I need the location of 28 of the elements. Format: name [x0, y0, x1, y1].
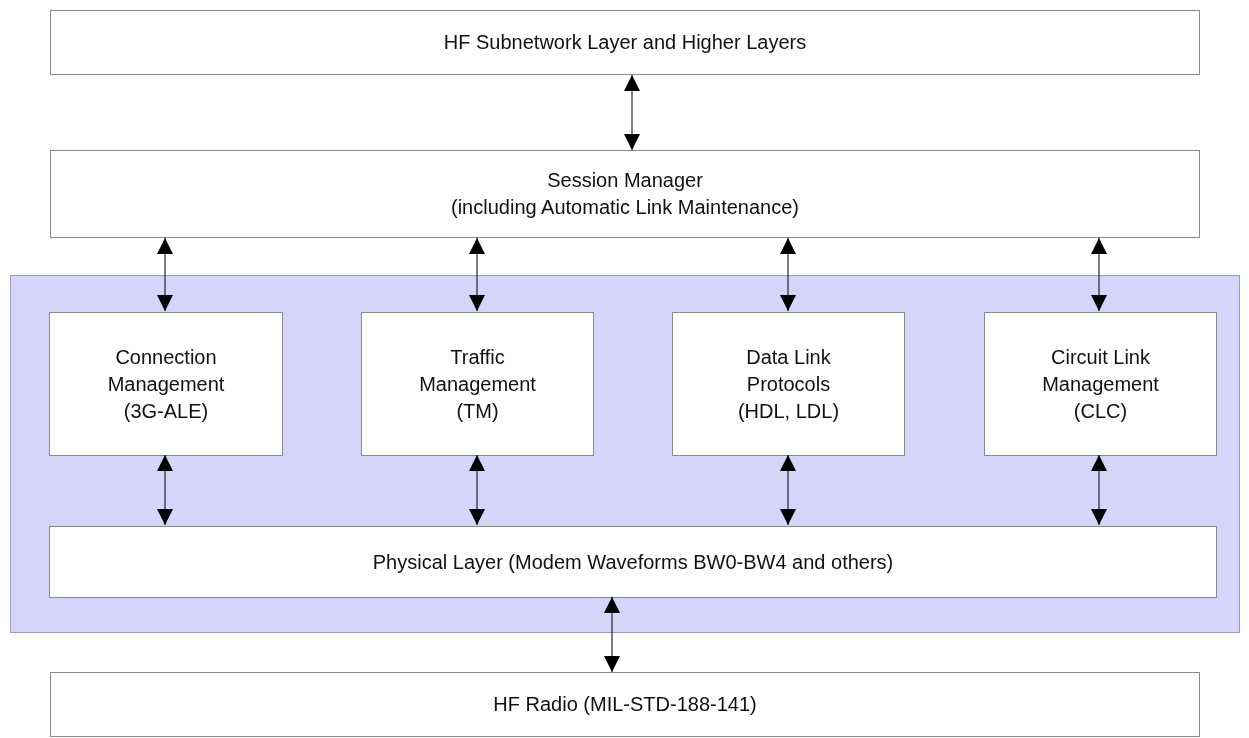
layer-box — [361, 312, 594, 456]
double-arrow — [780, 237, 796, 312]
double-arrow — [469, 237, 485, 312]
double-arrow — [157, 454, 173, 526]
box-label: Data Link Protocols (HDL, LDL) — [736, 344, 841, 424]
layer-box — [672, 312, 905, 456]
box-label: HF Radio (MIL-STD-188-141) — [493, 692, 757, 717]
double-arrow — [604, 596, 620, 673]
layer-box — [984, 312, 1217, 456]
box-label: Session Manager — [547, 168, 703, 193]
layer-box — [50, 10, 1200, 75]
box-label: Connection Management (3G-ALE) — [106, 344, 226, 424]
box-label: Physical Layer (Modem Waveforms BW0-BW4 and others) — [372, 549, 894, 575]
box-label: (including Automatic Link Maintenance) — [451, 195, 799, 220]
box-label: HF Subnetwork Layer and Higher Layers — [443, 30, 807, 55]
group-panel — [10, 275, 1240, 633]
double-arrow — [780, 454, 796, 526]
double-arrow — [624, 74, 640, 151]
layer-box — [49, 312, 283, 456]
box-label: Traffic Management (TM) — [418, 344, 537, 424]
double-arrow — [1091, 237, 1107, 312]
layer-box — [49, 526, 1217, 598]
double-arrow — [1091, 454, 1107, 526]
box-label: Circuit Link Management (CLC) — [1041, 344, 1160, 424]
layer-box — [50, 672, 1200, 737]
layer-box — [50, 150, 1200, 238]
double-arrow — [157, 237, 173, 312]
double-arrow — [469, 454, 485, 526]
